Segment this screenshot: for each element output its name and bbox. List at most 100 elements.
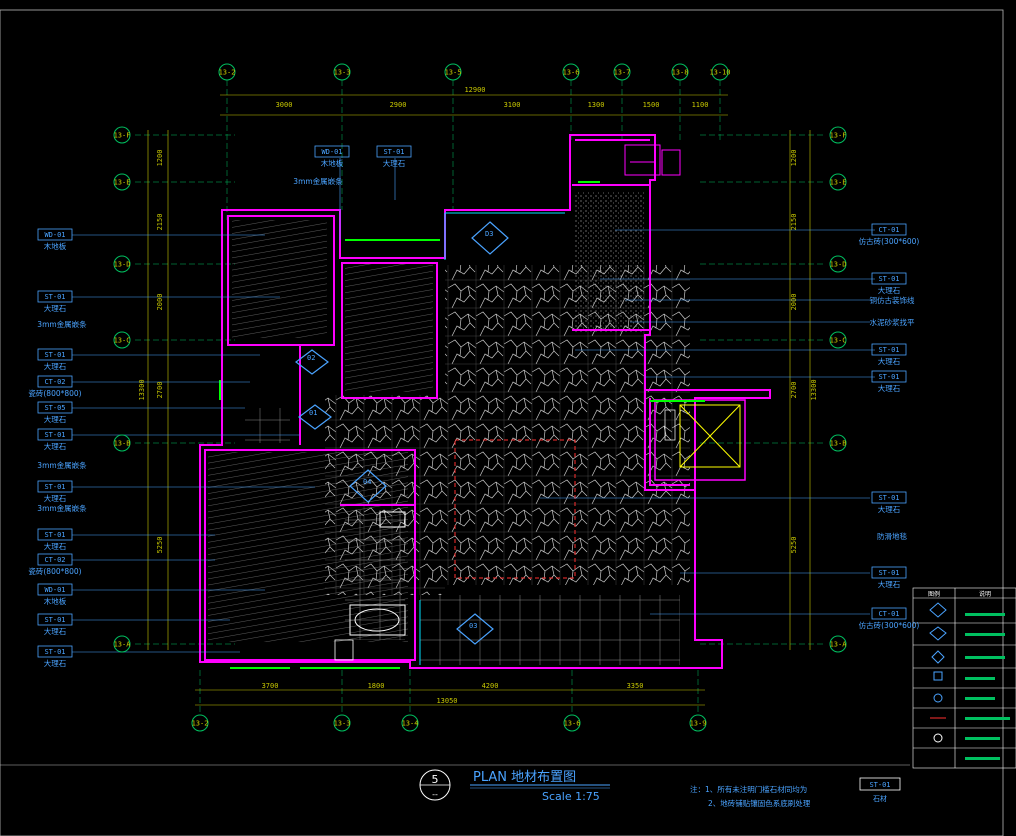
label-right-code: ST-01	[878, 373, 899, 381]
grid-bubble-bottom-0: 13-2	[192, 720, 209, 728]
grid-bubble-top-3: 13-6	[563, 69, 580, 77]
grid-bubble-top-1-circle	[333, 63, 351, 81]
label-top-box	[314, 145, 350, 158]
dim-top-total: 12900	[464, 86, 485, 94]
grid-bubble-right-2: 13-D	[830, 261, 847, 269]
label-left-box	[37, 613, 73, 626]
label-right-box	[871, 607, 907, 620]
dim-right-seg: 2150	[790, 214, 798, 231]
label-right-box	[871, 491, 907, 504]
label-left-code: ST-01	[44, 483, 65, 491]
grid-bubble-bottom-4: 13-9	[690, 720, 707, 728]
label-top-code: WD-01	[321, 148, 342, 156]
grid-bubble-top-0-circle	[218, 63, 236, 81]
grid-bubble-right-3: 13-C	[830, 337, 847, 345]
toilet-floor	[245, 408, 290, 443]
grid-bubble-left-2-circle	[113, 255, 131, 273]
label-right-desc: 大理石	[878, 356, 901, 366]
label-right-box	[871, 343, 907, 356]
label-left-code: ST-01	[44, 531, 65, 539]
leader-lines-left	[72, 234, 315, 653]
title-sub: --	[432, 790, 438, 799]
label-right-code: CT-01	[878, 610, 899, 618]
label-right-box	[871, 370, 907, 383]
grid-bubble-bottom-1: 13-3	[334, 720, 351, 728]
label-left-code: CT-02	[44, 378, 65, 386]
dim-right-seg: 2700	[790, 382, 798, 399]
grid-bubble-bottom-3: 13-6	[564, 720, 581, 728]
label-left-code: ST-01	[44, 648, 65, 656]
grid-lines-right	[700, 134, 825, 645]
label-right-code: ST-01	[878, 346, 899, 354]
grid-bubble-left-5: 13-A	[114, 641, 132, 649]
walls	[199, 134, 771, 669]
svg-text:D3: D3	[485, 230, 493, 238]
label-left-desc: 大理石	[44, 361, 67, 371]
grid-bubble-top-2-circle	[444, 63, 462, 81]
grid-bubble-bottom-3-circle	[563, 714, 581, 732]
dim-bottom-seg: 1800	[368, 682, 385, 690]
dim-top-seg: 1100	[692, 101, 709, 109]
label-top-desc: 3mm金属嵌条	[293, 176, 343, 186]
elevator-shaft	[650, 399, 746, 481]
grid-bubble-bottom-2-circle	[401, 714, 419, 732]
grid-lines-left	[135, 134, 235, 645]
rug-outline	[454, 439, 576, 579]
label-right-box	[871, 272, 907, 285]
notes-tag-box	[859, 777, 901, 791]
dim-right-total: 13300	[810, 379, 818, 400]
grid-bubble-bottom-0-circle	[191, 714, 209, 732]
label-left-code: ST-05	[44, 404, 65, 412]
grid-bubble-top-0: 13-2	[219, 69, 236, 77]
label-left-desc: 3mm金属嵌条	[37, 460, 87, 470]
label-right-box	[871, 566, 907, 579]
label-right-box	[871, 223, 907, 236]
grid-bubble-right-0-circle	[829, 126, 847, 144]
label-left-box	[37, 480, 73, 493]
label-left-desc: 大理石	[44, 626, 67, 636]
grid-bubble-top-2: 13-5	[445, 69, 462, 77]
balcony-tile-floor	[420, 595, 680, 665]
dim-top-seg: 2900	[390, 101, 407, 109]
label-left-desc: 木地板	[44, 241, 67, 251]
label-left-desc: 大理石	[44, 541, 67, 551]
grid-lines-bottom	[199, 670, 699, 715]
label-left-box	[37, 290, 73, 303]
label-right-desc: 大理石	[878, 383, 901, 393]
dim-right-seg: 5250	[790, 537, 798, 554]
dim-bottom-seg: 3700	[262, 682, 279, 690]
bedroom-2-wood-floor	[345, 262, 433, 392]
title-scale: Scale 1:75	[542, 790, 600, 803]
dim-top-seg: 1300	[588, 101, 605, 109]
label-left-desc: 3mm金属嵌条	[37, 503, 87, 513]
grid-bubble-right-1-circle	[829, 173, 847, 191]
dim-left-seg: 5250	[156, 537, 164, 554]
grid-bubble-top-6: 13-10	[709, 69, 730, 77]
grid-lines-top	[226, 80, 721, 220]
dim-top-seg: 1500	[643, 101, 660, 109]
label-left-desc: 木地板	[44, 596, 67, 606]
label-right-desc: 大理石	[878, 579, 901, 589]
label-right-desc: 铜仿古装饰线	[870, 295, 915, 305]
dimension-right	[789, 130, 811, 650]
grid-bubble-bottom-1-circle	[333, 714, 351, 732]
dim-bottom-seg: 3350	[627, 682, 644, 690]
grid-bubble-left-4: 13-B	[114, 440, 131, 448]
dim-top-seg: 3100	[504, 101, 521, 109]
notes-line-2: 2、地砖铺贴镶固色系底刷处理	[708, 798, 811, 808]
curtain-tracks	[419, 212, 565, 665]
dimension-left	[147, 130, 169, 650]
dim-bottom-seg: 4200	[482, 682, 499, 690]
grid-bubble-right-3-circle	[829, 331, 847, 349]
leader-lines-right	[540, 229, 875, 615]
grid-bubble-left-5-circle	[113, 635, 131, 653]
grid-bubble-right-0: 13-F	[830, 132, 847, 140]
grid-bubble-right-5: 13-A	[830, 641, 848, 649]
label-top-desc: 大理石	[383, 158, 406, 168]
svg-text:04: 04	[363, 478, 371, 486]
label-right-desc: 大理石	[878, 504, 901, 514]
grid-bubble-right-1: 13-E	[830, 179, 847, 187]
dim-bottom-total: 13050	[436, 697, 457, 705]
grid-bubble-top-6-circle	[711, 63, 729, 81]
label-left-box	[37, 428, 73, 441]
